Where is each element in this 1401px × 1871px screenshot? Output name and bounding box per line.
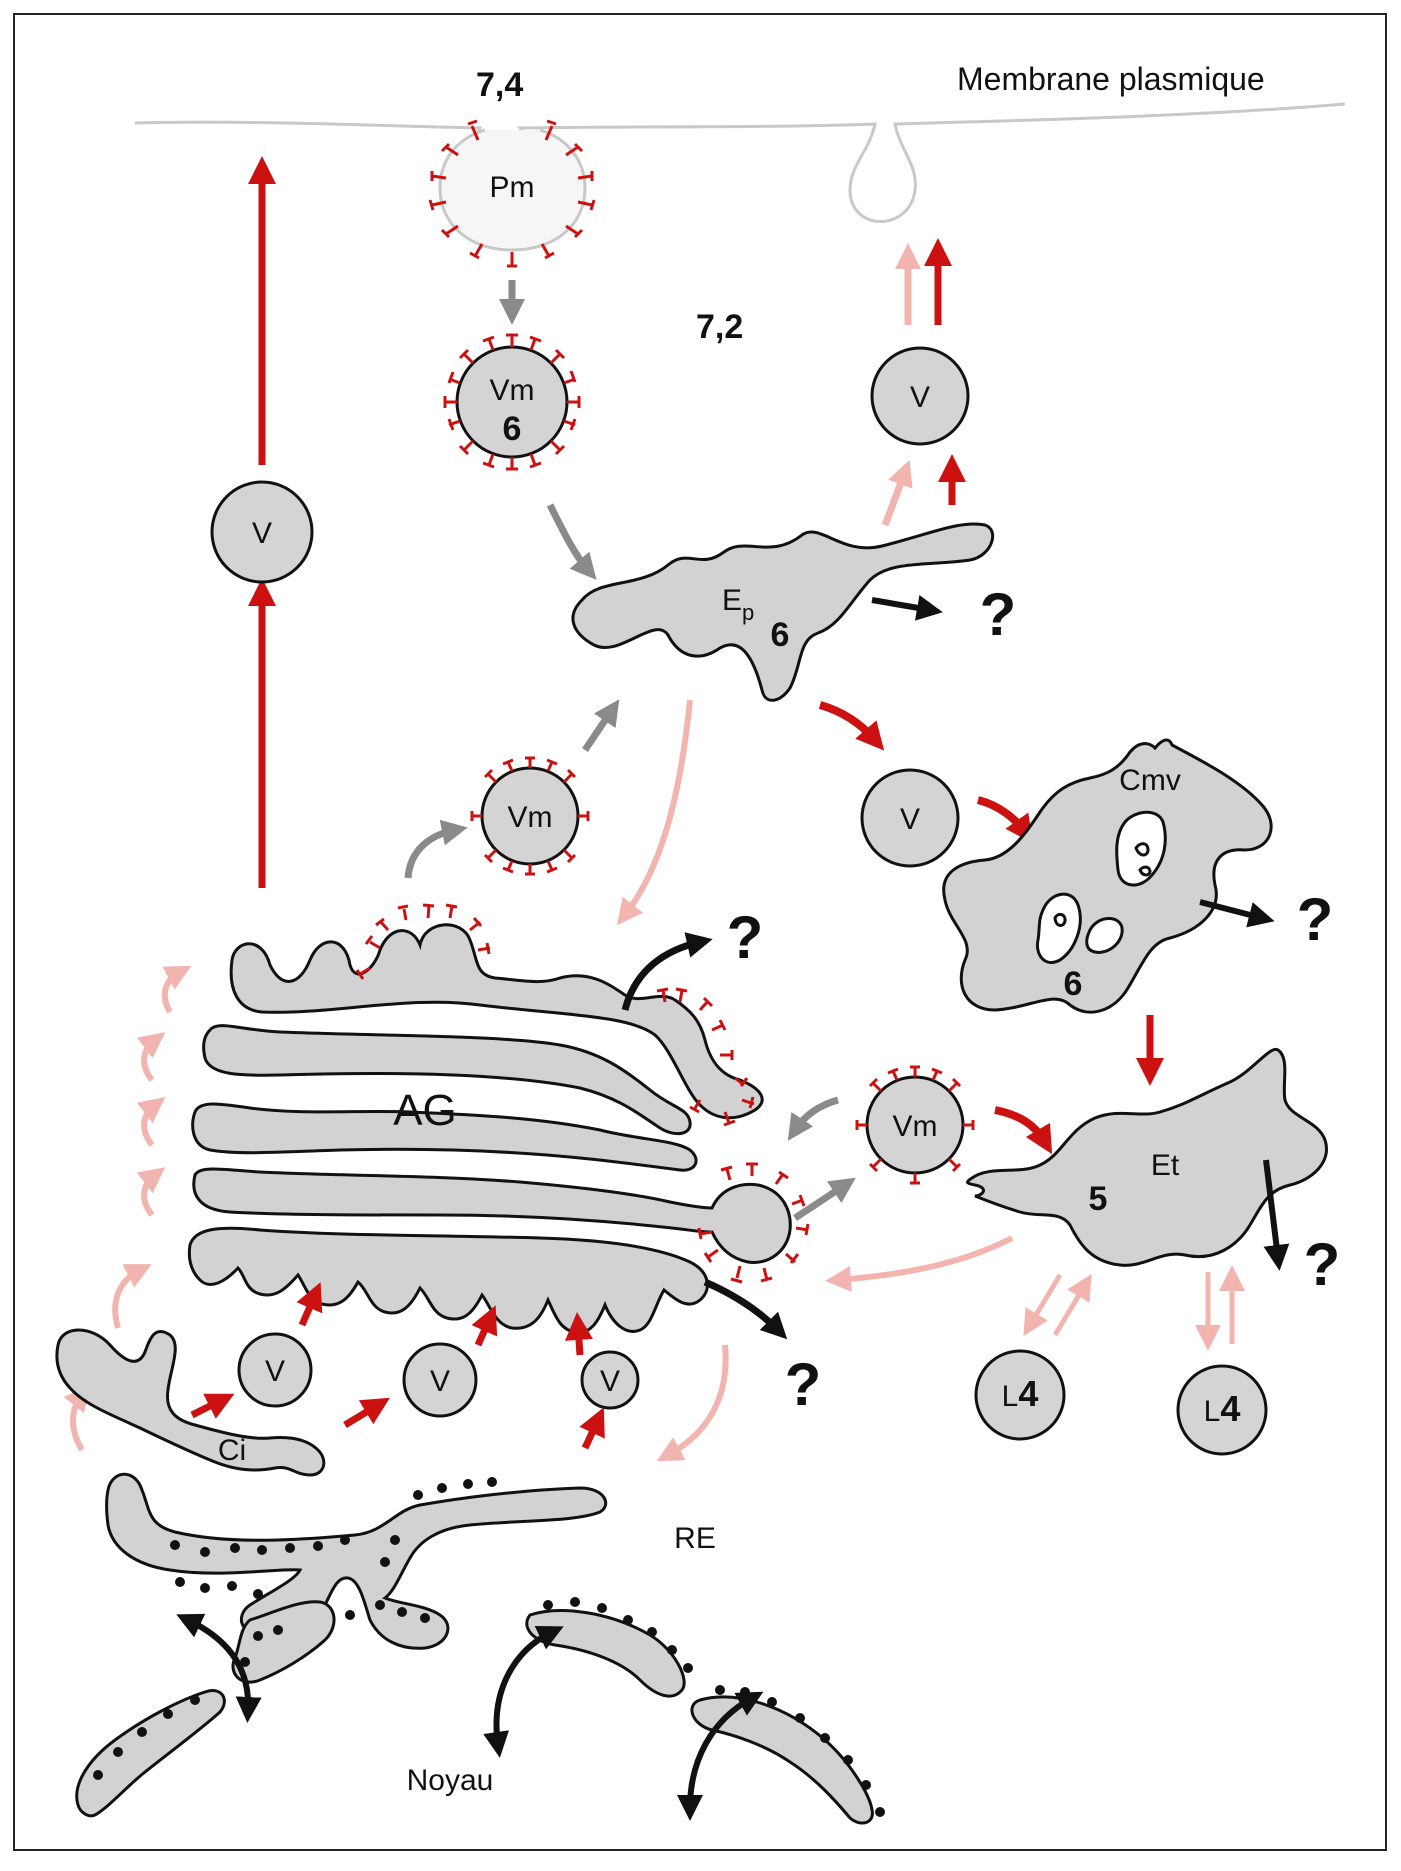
arrow-vm-right-to-ag	[787, 1096, 840, 1141]
lysosome-2: L4	[1176, 1364, 1268, 1456]
arrow-vm-middle-to-ep	[582, 699, 620, 752]
arrow-ag-bud-to-vm-right	[793, 1177, 856, 1221]
question-ep: ?	[980, 581, 1017, 648]
ep-label: Ep	[722, 584, 754, 625]
ep-ph: 6	[771, 616, 790, 654]
clathrin-coat-vm-top	[443, 333, 581, 471]
lysosome-2-label: L4	[1204, 1388, 1241, 1429]
cmv-ph: 6	[1064, 965, 1083, 1003]
arrow-ep-to-v-pink	[881, 459, 913, 527]
ribosomes	[93, 1477, 885, 1817]
cisternal-maturation-arrows	[63, 965, 192, 1452]
vm-right-label: Vm	[893, 1110, 938, 1143]
arrow-ep-to-v-middle	[818, 701, 885, 751]
recycling-vesicle: V	[870, 346, 970, 446]
coated-vesicle-vm-right: Vm	[855, 1065, 975, 1185]
copii-vesicle-1-label: V	[265, 1355, 285, 1388]
question-ag-top: ?	[727, 904, 764, 971]
intermediate-compartment-ci: Ci	[55, 1328, 326, 1477]
arrow-cmv-to-unknown	[1199, 899, 1275, 928]
diagram-border	[13, 13, 1387, 1851]
question-cmv: ?	[1297, 886, 1334, 953]
secretory-vesicle-left: V	[210, 480, 314, 584]
re-nucleus-exchange-arrows	[176, 1613, 764, 1821]
vm-top-label: Vm	[490, 374, 535, 407]
question-ag-bottom: ?	[785, 1351, 822, 1418]
lysosome-1-label: L4	[1002, 1373, 1039, 1414]
clathrin-coat-ag-bud	[697, 1162, 810, 1284]
transport-vesicle-middle-label: V	[900, 803, 920, 836]
multivesicular-body-cmv: Cmv 6	[942, 738, 1273, 1014]
golgi-apparatus-ag: AG	[187, 903, 810, 1334]
arrow-et-to-lysosome-1	[1023, 1273, 1063, 1337]
copii-vesicle-2-label: V	[430, 1365, 450, 1398]
ph-outside-label: 7,4	[476, 66, 523, 104]
copii-vesicle-3-label: V	[600, 1365, 620, 1398]
early-endosome-ep: Ep 6	[571, 522, 995, 702]
arrow-vm-right-to-et	[994, 1106, 1053, 1155]
lysosome-1: L4	[974, 1349, 1066, 1441]
arrow-et-to-unknown	[1263, 1159, 1290, 1271]
clathrin-coat-vm-middle	[470, 756, 590, 876]
arrow-et-to-ag	[825, 1235, 1014, 1292]
arrow-ep-to-ag	[617, 699, 693, 926]
coated-vesicle-vm-top: Vm 6	[443, 333, 581, 471]
clathrin-coat-pm	[428, 119, 596, 268]
secretory-vesicle-left-label: V	[252, 517, 272, 550]
cmv-label: Cmv	[1119, 764, 1181, 797]
clathrin-coat-ag-right	[656, 987, 755, 1127]
copii-vesicle-2: V	[402, 1342, 478, 1418]
anterograde-arrows	[190, 1282, 605, 1450]
re-label: RE	[674, 1522, 716, 1555]
arrow-ag-to-vm-middle	[404, 819, 468, 879]
clathrin-coat-vm-right	[855, 1065, 975, 1185]
ag-label: AG	[393, 1086, 457, 1135]
copii-vesicle-1: V	[237, 1332, 313, 1408]
noyau-label: Noyau	[407, 1764, 494, 1797]
late-endosome-et: Et 5	[966, 1047, 1328, 1267]
ph-cytosol-label: 7,2	[696, 308, 743, 346]
arrow-v-to-cmv	[976, 796, 1034, 844]
vm-top-ph: 6	[503, 410, 522, 448]
recycling-vesicle-label: V	[910, 381, 930, 414]
arrow-ag-top-to-unknown	[621, 932, 713, 1011]
arrow-ep-to-unknown	[871, 594, 943, 621]
vm-middle-label: Vm	[508, 801, 553, 834]
et-label: Et	[1151, 1149, 1180, 1182]
arrow-ag-bottom-to-unknown	[703, 1278, 788, 1340]
coated-vesicle-vm-middle: Vm	[470, 756, 590, 876]
et-ph: 5	[1089, 1180, 1108, 1218]
arrow-vm-top-to-ep	[546, 503, 597, 580]
arrow-ag-to-re	[656, 1344, 729, 1462]
question-et: ?	[1304, 1231, 1341, 1298]
transport-vesicle-middle: V	[860, 768, 960, 868]
membrane-label: Membrane plasmique	[957, 61, 1265, 97]
pm-label: Pm	[490, 171, 535, 204]
plasma-membrane: Membrane plasmique	[134, 61, 1346, 223]
arrow-lysosome-1-to-et	[1052, 1273, 1092, 1337]
coated-pit-pm: Pm	[428, 119, 596, 268]
ci-label: Ci	[218, 1434, 246, 1467]
copii-vesicle-3: V	[580, 1350, 640, 1410]
clathrin-coat-ag-top	[355, 903, 491, 980]
